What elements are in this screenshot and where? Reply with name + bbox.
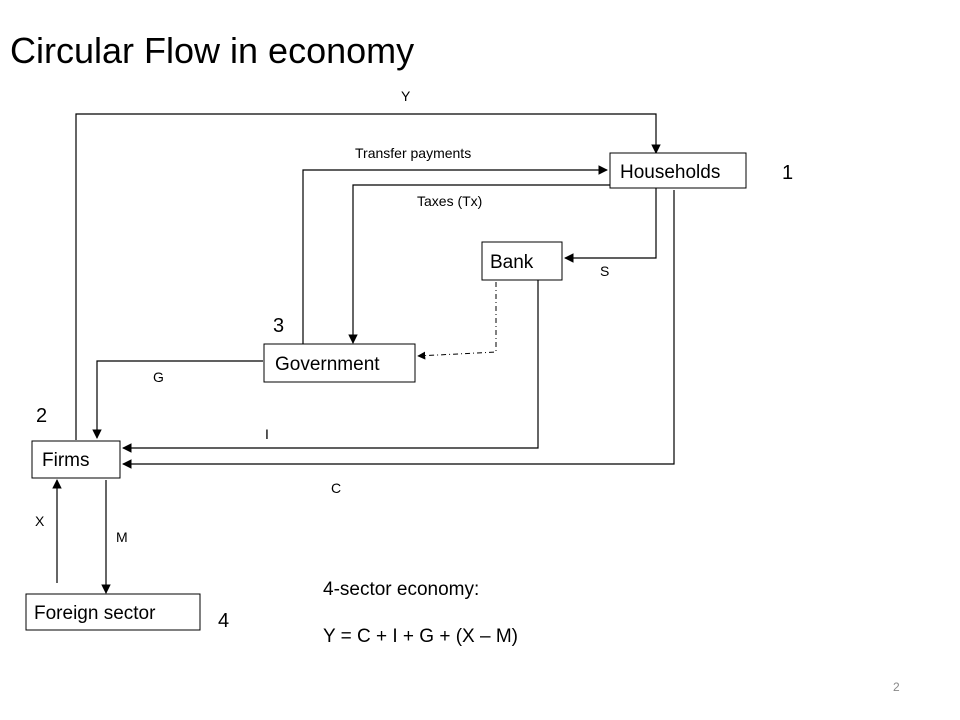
flow-transfer-arrow: [302, 165, 608, 344]
households-node: Households: [609, 152, 747, 189]
flow-y-label: Y: [401, 88, 411, 104]
equation-formula: Y = C + I + G + (X – M): [323, 626, 518, 647]
flow-x-label: X: [35, 513, 45, 529]
foreign-sector-label: Foreign sector: [34, 603, 156, 624]
government-label: Government: [275, 354, 380, 375]
firms-node: Firms: [31, 440, 121, 479]
flow-transfer-label: Transfer payments: [355, 145, 471, 161]
flow-m-label: M: [116, 529, 128, 545]
flow-g-arrow: [92, 360, 263, 439]
firms-label: Firms: [42, 450, 89, 471]
foreign-sector-node: Foreign sector: [25, 593, 201, 631]
flow-i-arrow: [122, 280, 539, 453]
flow-i-label: I: [265, 426, 269, 442]
sector-number-foreign: 4: [218, 610, 229, 632]
flow-c-arrow: [122, 190, 675, 469]
households-label: Households: [620, 162, 720, 183]
flow-bank-government-arrow: [417, 282, 497, 360]
bank-label: Bank: [490, 252, 534, 273]
flow-savings-arrow: [564, 188, 657, 263]
page-title: Circular Flow in economy: [10, 30, 415, 71]
flow-g-label: G: [153, 369, 164, 385]
flow-y-arrow: [75, 113, 661, 440]
sector-number-firms: 2: [36, 405, 47, 427]
page-number: 2: [893, 680, 900, 694]
sector-number-government: 3: [273, 315, 284, 337]
bank-node: Bank: [481, 241, 563, 281]
flow-savings-label: S: [600, 263, 609, 279]
flow-taxes-label: Taxes (Tx): [417, 193, 482, 209]
flow-taxes-arrow: [348, 184, 610, 344]
government-node: Government: [263, 343, 416, 383]
sector-number-households: 1: [782, 162, 793, 184]
equation-heading: 4-sector economy:: [323, 579, 479, 600]
flow-c-label: C: [331, 480, 341, 496]
